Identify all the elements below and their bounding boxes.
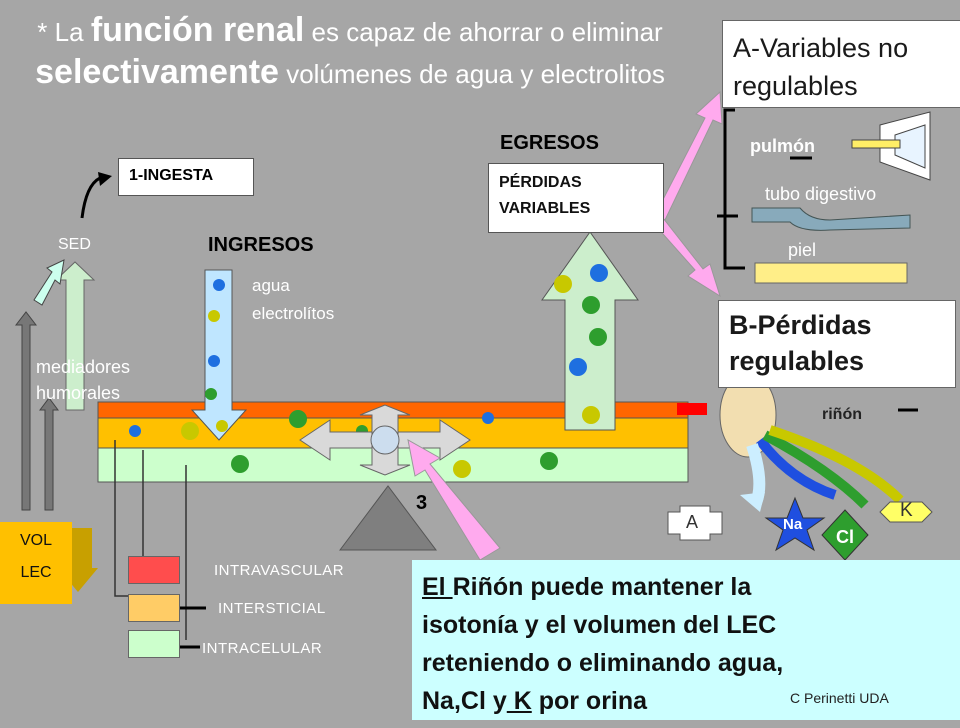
- b-regulables-title: B-Pérdidas regulables: [729, 310, 872, 376]
- egreso-arrow: [541, 231, 639, 431]
- legend-intracelular-swatch: [128, 630, 180, 658]
- piel-label: piel: [788, 240, 817, 260]
- ion-a-shape: [667, 505, 723, 541]
- ingesta-box: 1-INGESTA: [118, 158, 254, 196]
- main-title: * La función renal es capaz de ahorrar o…: [35, 11, 665, 91]
- ion-k-shape: [879, 501, 933, 523]
- summary-box: El Riñón puede mantener la isotonía y el…: [412, 560, 960, 720]
- pink-arrow-center: [407, 439, 501, 561]
- egresos-header: EGRESOS: [500, 132, 599, 154]
- vol-lec-box: VOL LEC: [0, 522, 72, 604]
- perdidas-variables-box: PÉRDIDAS VARIABLES: [488, 163, 664, 233]
- mediadores-label: mediadores humorales: [36, 357, 131, 403]
- sed-label: SED: [58, 236, 91, 253]
- ingreso-arrow: [190, 269, 248, 441]
- pulmon-label: pulmón: [750, 136, 815, 156]
- ion-k-label: K: [900, 500, 913, 521]
- legend-intersticial-label: INTERSTICIAL: [218, 600, 326, 617]
- summary-text: El Riñón puede mantener la isotonía y el…: [422, 573, 784, 715]
- ingresos-header: INGRESOS: [208, 234, 314, 256]
- tubo-label: tubo digestivo: [765, 184, 877, 204]
- b-regulables-box: B-Pérdidas regulables: [718, 300, 956, 388]
- ingesta-label: 1-INGESTA: [129, 167, 214, 184]
- ion-a-label: A: [686, 512, 699, 532]
- a-variables-box: A-Variables no regulables: [722, 20, 960, 108]
- legend-intravascular-label: INTRAVASCULAR: [214, 562, 345, 579]
- credit-label: C Perinetti UDA: [790, 690, 889, 706]
- summary-el: El: [422, 573, 453, 601]
- a-variables-title: A-Variables no regulables: [733, 33, 909, 101]
- ion-na-label: Na: [783, 516, 803, 533]
- rinon-label: riñón: [822, 406, 862, 423]
- ion-na-shape: [764, 496, 826, 552]
- electrolitos-label: electrolítos: [252, 304, 335, 323]
- ion-cl-label: Cl: [836, 527, 854, 547]
- step-number-3: 3: [416, 492, 428, 514]
- lec-label: LEC: [20, 564, 52, 581]
- agua-label: agua: [252, 276, 290, 295]
- perdidas-variables-label: PÉRDIDAS VARIABLES: [499, 174, 591, 217]
- legend-intersticial-swatch: [128, 594, 180, 622]
- legend-intravascular-swatch: [128, 556, 180, 584]
- legend-intracelular-label: INTRACELULAR: [202, 640, 323, 657]
- vol-label: VOL: [19, 532, 52, 549]
